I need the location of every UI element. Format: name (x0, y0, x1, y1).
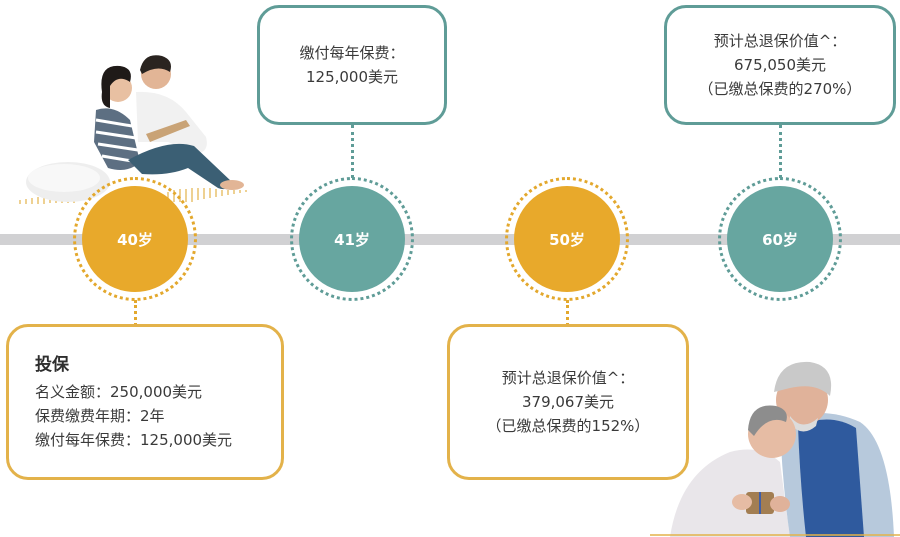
card-age-60-surrender-value: 预计总退保价值^： 675,050美元 （已缴总保费的270%） (664, 5, 896, 125)
senior-couple-photo (650, 352, 900, 537)
card-age-50-surrender-value: 预计总退保价值^： 379,067美元 （已缴总保费的152%） (447, 324, 689, 480)
connector-50 (566, 300, 569, 326)
timeline-node-age-40: 40岁 (73, 177, 197, 301)
dotted-ring (505, 177, 629, 301)
age-label: 50岁 (514, 186, 620, 292)
age-label: 40岁 (82, 186, 188, 292)
surrender-value-label: 预计总退保价值^： (713, 32, 847, 50)
dotted-ring (73, 177, 197, 301)
premium-payment-term: 保费缴费年期：2年 (35, 407, 165, 425)
notional-amount: 名义金额：250,000美元 (35, 383, 203, 401)
card-age-41-premium: 缴付每年保费： 125,000美元 (257, 5, 447, 125)
card-title: 投保 (35, 355, 69, 375)
senior-couple-illustration (650, 361, 900, 537)
dotted-ring (290, 177, 414, 301)
connector-60 (779, 125, 782, 178)
age-label: 60岁 (727, 186, 833, 292)
annual-premium: 缴付每年保费：125,000美元 (35, 431, 233, 449)
connector-40 (134, 300, 137, 326)
young-couple-illustration (19, 55, 247, 204)
age-label: 41岁 (299, 186, 405, 292)
surrender-value-label: 预计总退保价值^： (501, 369, 635, 387)
dotted-ring (718, 177, 842, 301)
annual-premium-value: 125,000美元 (305, 68, 399, 86)
connector-41 (351, 125, 354, 178)
annual-premium-label: 缴付每年保费： (299, 44, 405, 62)
surrender-value-percent: （已缴总保费的270%） (698, 80, 862, 98)
timeline-node-age-60: 60岁 (718, 177, 842, 301)
card-age-40-policy: 投保 名义金额：250,000美元 保费缴费年期：2年 缴付每年保费：125,0… (6, 324, 284, 480)
surrender-value-percent: （已缴总保费的152%） (486, 417, 650, 435)
timeline-bar (0, 234, 900, 245)
timeline-node-age-50: 50岁 (505, 177, 629, 301)
surrender-value-amount: 379,067美元 (521, 393, 615, 411)
surrender-value-amount: 675,050美元 (733, 56, 827, 74)
timeline-node-age-41: 41岁 (290, 177, 414, 301)
young-couple-photo (18, 42, 258, 212)
